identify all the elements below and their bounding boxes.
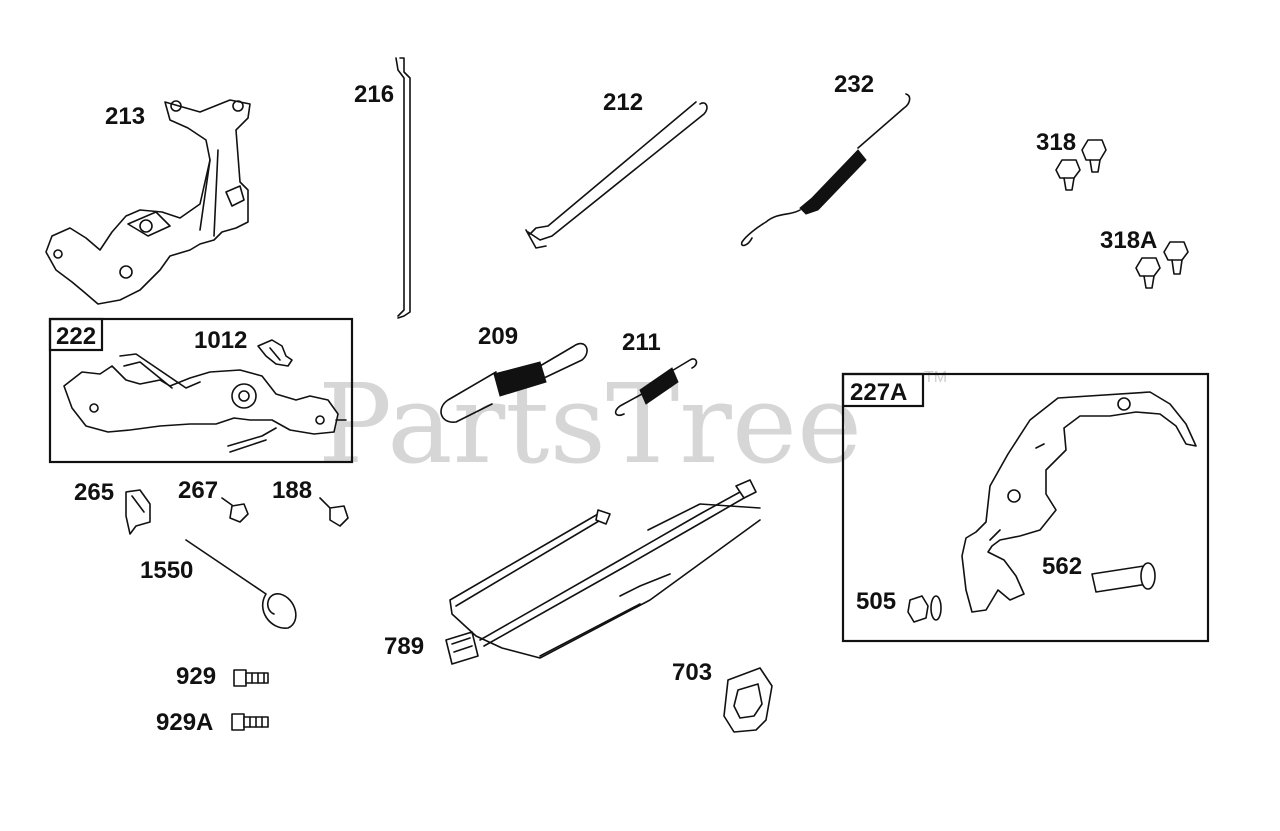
part-216-rod[interactable] <box>395 57 411 319</box>
callout-318A: 318A <box>1100 227 1157 254</box>
part-232-spring[interactable] <box>740 93 911 247</box>
callout-216: 216 <box>354 81 394 108</box>
part-789-wire-harness[interactable] <box>445 479 761 665</box>
callout-789: 789 <box>384 633 424 660</box>
callout-267: 267 <box>178 477 218 504</box>
part-505-nut-washer[interactable] <box>907 595 942 623</box>
part-213-bracket[interactable] <box>45 99 251 305</box>
part-188-screw[interactable] <box>319 497 349 527</box>
callout-212: 212 <box>603 89 643 116</box>
callout-1550: 1550 <box>140 557 193 584</box>
callout-188: 188 <box>272 477 312 504</box>
box-227A-assembly[interactable] <box>841 372 1210 643</box>
callout-232: 232 <box>834 71 874 98</box>
callout-213: 213 <box>105 103 145 130</box>
part-211-spring[interactable] <box>614 358 698 417</box>
part-209-spring[interactable] <box>440 342 588 423</box>
part-1012-clip[interactable] <box>257 339 293 367</box>
callout-703: 703 <box>672 659 712 686</box>
callout-929: 929 <box>176 663 216 690</box>
part-318-screws[interactable] <box>1055 139 1107 191</box>
part-929A-bolt[interactable] <box>231 713 269 731</box>
spring-coil-232 <box>799 149 867 215</box>
callout-265: 265 <box>74 479 114 506</box>
callout-318: 318 <box>1036 129 1076 156</box>
part-562-bolt[interactable] <box>1091 562 1156 593</box>
part-1550-wire-spring[interactable] <box>185 539 297 629</box>
callout-1012: 1012 <box>194 327 247 354</box>
part-267-screw[interactable] <box>221 497 249 523</box>
part-318A-screws[interactable] <box>1135 241 1189 289</box>
part-212-rod[interactable] <box>525 101 708 249</box>
watermark-text: PartsTree <box>318 360 862 488</box>
part-929-bolt[interactable] <box>233 669 269 687</box>
callout-211: 211 <box>622 329 661 356</box>
callout-209: 209 <box>478 323 518 350</box>
callout-562: 562 <box>1042 553 1082 580</box>
watermark-trademark: TM <box>924 369 947 386</box>
callout-222: 222 <box>56 323 96 350</box>
part-265-clip[interactable] <box>125 489 151 535</box>
box-222-assembly[interactable] <box>48 317 354 464</box>
part-703-grommet[interactable] <box>723 667 773 733</box>
callout-227A: 227A <box>850 379 907 406</box>
callout-505: 505 <box>856 588 896 615</box>
callout-929A: 929A <box>156 709 213 736</box>
